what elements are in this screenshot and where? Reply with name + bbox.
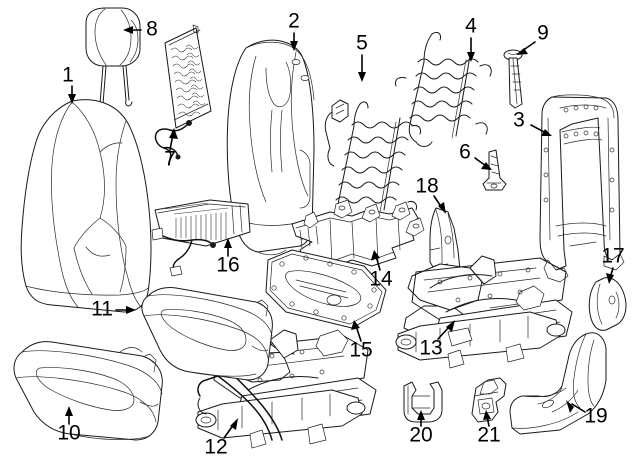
part-bolt — [503, 49, 523, 109]
part-cushion-frame-panel — [265, 249, 387, 329]
callout-19: 19 — [584, 405, 607, 428]
part-adjuster-knob — [471, 377, 507, 423]
part-seat-back-cover — [20, 99, 152, 313]
callout-1: 1 — [62, 64, 74, 87]
callout-17: 17 — [601, 245, 624, 268]
part-side-shield-bracket — [429, 207, 461, 277]
callout-3: 3 — [513, 109, 525, 132]
callout-7: 7 — [164, 148, 176, 171]
callout-10: 10 — [57, 422, 80, 445]
callout-2: 2 — [288, 10, 300, 33]
callout-11: 11 — [91, 298, 113, 321]
callout-16: 16 — [216, 254, 239, 277]
part-seat-back-frame — [539, 94, 625, 283]
part-cushion-suspension-mat — [291, 199, 425, 269]
part-occupant-sensor-mat — [151, 199, 251, 277]
callout-20: 20 — [409, 424, 432, 447]
callout-5: 5 — [356, 32, 368, 55]
part-seat-track-right — [395, 255, 573, 369]
callout-12: 12 — [204, 436, 227, 459]
part-upper-wire-spring-mat — [395, 31, 492, 147]
part-seat-cushion-pad — [141, 287, 273, 381]
callout-4: 4 — [465, 15, 477, 38]
callout-14: 14 — [369, 268, 393, 291]
callout-6: 6 — [459, 141, 471, 164]
part-seat-back-heater-pad — [154, 24, 212, 160]
callout-13: 13 — [419, 337, 442, 360]
part-track-end-cover — [588, 277, 627, 331]
callout-15: 15 — [349, 339, 372, 362]
part-seat-back-pad — [226, 39, 315, 256]
callout-9: 9 — [537, 22, 549, 45]
part-seat-cushion-cover — [13, 341, 163, 441]
part-retainer-clip — [403, 381, 443, 423]
callout-numbers: 1 2 3 4 5 6 7 8 9 10 11 12 13 14 15 16 1… — [57, 10, 624, 459]
callout-8: 8 — [146, 18, 158, 41]
leader-lines — [65, 26, 614, 439]
part-seat-side-trim-shield — [509, 332, 607, 435]
callout-21: 21 — [477, 424, 500, 447]
part-recliner-lever — [482, 149, 507, 191]
callout-18: 18 — [415, 175, 438, 198]
